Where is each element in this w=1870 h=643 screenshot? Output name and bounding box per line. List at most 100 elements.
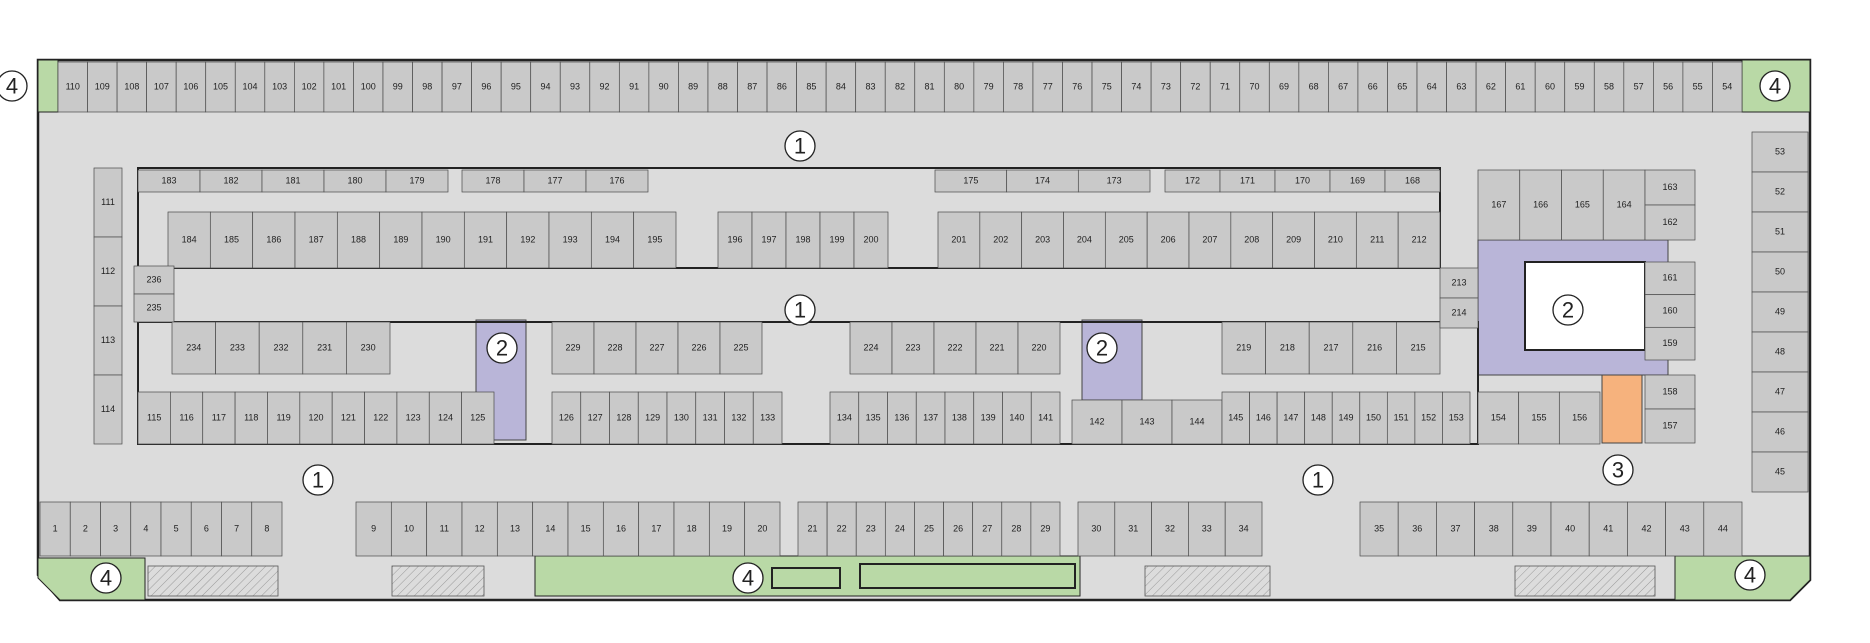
unit-183[interactable]: 183	[137, 169, 201, 193]
unit-233[interactable]: 233	[215, 321, 260, 375]
unit-box[interactable]	[678, 61, 709, 113]
unit-box[interactable]	[1414, 391, 1443, 445]
unit-box[interactable]	[1352, 321, 1397, 375]
unit-24[interactable]: 24	[884, 501, 915, 557]
unit-35[interactable]: 35	[1359, 501, 1399, 557]
unit-200[interactable]: 200	[853, 211, 889, 269]
marker-circle[interactable]	[1734, 559, 1766, 591]
unit-box[interactable]	[264, 61, 295, 113]
unit-161[interactable]: 161	[1644, 261, 1696, 296]
unit-217[interactable]: 217	[1308, 321, 1354, 375]
unit-144[interactable]: 144	[1171, 399, 1223, 445]
unit-box[interactable]	[1146, 211, 1190, 269]
unit-box[interactable]	[382, 61, 413, 113]
unit-210[interactable]: 210	[1314, 211, 1357, 269]
unit-184[interactable]: 184	[167, 211, 211, 269]
unit-box[interactable]	[648, 61, 679, 113]
unit-160[interactable]: 160	[1644, 294, 1696, 328]
unit-box[interactable]	[914, 61, 945, 113]
unit-31[interactable]: 31	[1114, 501, 1152, 557]
unit-2[interactable]: 2	[69, 501, 101, 557]
unit-box[interactable]	[1644, 326, 1696, 361]
unit-143[interactable]: 143	[1121, 399, 1173, 445]
unit-61[interactable]: 61	[1505, 61, 1536, 113]
unit-148[interactable]: 148	[1304, 391, 1333, 445]
unit-box[interactable]	[551, 321, 595, 375]
unit-109[interactable]: 109	[87, 61, 118, 113]
unit-47[interactable]: 47	[1751, 371, 1809, 413]
unit-box[interactable]	[593, 321, 637, 375]
unit-147[interactable]: 147	[1276, 391, 1306, 445]
unit-224[interactable]: 224	[849, 321, 893, 375]
unit-21[interactable]: 21	[797, 501, 828, 557]
unit-13[interactable]: 13	[496, 501, 534, 557]
unit-box[interactable]	[551, 391, 582, 445]
unit-box[interactable]	[1751, 451, 1809, 493]
unit-box[interactable]	[695, 391, 725, 445]
unit-154[interactable]: 154	[1477, 391, 1520, 445]
unit-100[interactable]: 100	[353, 61, 384, 113]
unit-box[interactable]	[1644, 408, 1696, 444]
unit-box[interactable]	[633, 211, 677, 269]
unit-186[interactable]: 186	[252, 211, 296, 269]
unit-138[interactable]: 138	[944, 391, 975, 445]
unit-89[interactable]: 89	[678, 61, 709, 113]
unit-box[interactable]	[1477, 391, 1520, 445]
unit-62[interactable]: 62	[1475, 61, 1506, 113]
unit-box[interactable]	[1171, 399, 1223, 445]
unit-205[interactable]: 205	[1104, 211, 1148, 269]
marker-circle[interactable]	[784, 130, 816, 162]
unit-box[interactable]	[1644, 169, 1696, 206]
unit-39[interactable]: 39	[1512, 501, 1552, 557]
unit-63[interactable]: 63	[1446, 61, 1477, 113]
unit-box[interactable]	[635, 321, 679, 375]
unit-box[interactable]	[944, 391, 975, 445]
unit-106[interactable]: 106	[175, 61, 207, 113]
unit-box[interactable]	[252, 211, 296, 269]
marker-circle[interactable]	[1086, 332, 1118, 364]
unit-135[interactable]: 135	[858, 391, 888, 445]
unit-box[interactable]	[1475, 61, 1506, 113]
unit-box[interactable]	[190, 501, 222, 557]
unit-box[interactable]	[441, 61, 472, 113]
unit-box[interactable]	[1751, 171, 1809, 213]
unit-181[interactable]: 181	[261, 169, 325, 193]
unit-box[interactable]	[364, 391, 398, 445]
unit-58[interactable]: 58	[1593, 61, 1625, 113]
unit-211[interactable]: 211	[1355, 211, 1399, 269]
unit-178[interactable]: 178	[461, 169, 525, 193]
unit-box[interactable]	[1003, 61, 1034, 113]
unit-box[interactable]	[855, 501, 886, 557]
unit-213[interactable]: 213	[1439, 267, 1479, 299]
unit-32[interactable]: 32	[1151, 501, 1189, 557]
unit-box[interactable]	[251, 501, 283, 557]
unit-156[interactable]: 156	[1558, 391, 1601, 445]
unit-box[interactable]	[1180, 61, 1211, 113]
unit-box[interactable]	[1265, 321, 1310, 375]
unit-94[interactable]: 94	[530, 61, 561, 113]
unit-187[interactable]: 187	[294, 211, 338, 269]
unit-221[interactable]: 221	[975, 321, 1019, 375]
unit-box[interactable]	[87, 61, 118, 113]
unit-121[interactable]: 121	[331, 391, 365, 445]
unit-box[interactable]	[666, 391, 697, 445]
unit-box[interactable]	[1001, 501, 1032, 557]
unit-box[interactable]	[708, 501, 746, 557]
unit-85[interactable]: 85	[796, 61, 827, 113]
unit-162[interactable]: 162	[1644, 204, 1696, 241]
unit-1[interactable]: 1	[39, 501, 71, 557]
unit-25[interactable]: 25	[914, 501, 944, 557]
unit-98[interactable]: 98	[412, 61, 443, 113]
unit-142[interactable]: 142	[1071, 399, 1123, 445]
unit-55[interactable]: 55	[1682, 61, 1713, 113]
unit-179[interactable]: 179	[385, 169, 449, 193]
unit-box[interactable]	[137, 391, 171, 445]
unit-191[interactable]: 191	[463, 211, 508, 269]
unit-220[interactable]: 220	[1017, 321, 1061, 375]
unit-215[interactable]: 215	[1396, 321, 1441, 375]
marker-4[interactable]: 4	[90, 562, 122, 594]
unit-176[interactable]: 176	[585, 169, 649, 193]
unit-42[interactable]: 42	[1627, 501, 1666, 557]
unit-73[interactable]: 73	[1150, 61, 1182, 113]
unit-169[interactable]: 169	[1329, 169, 1386, 193]
